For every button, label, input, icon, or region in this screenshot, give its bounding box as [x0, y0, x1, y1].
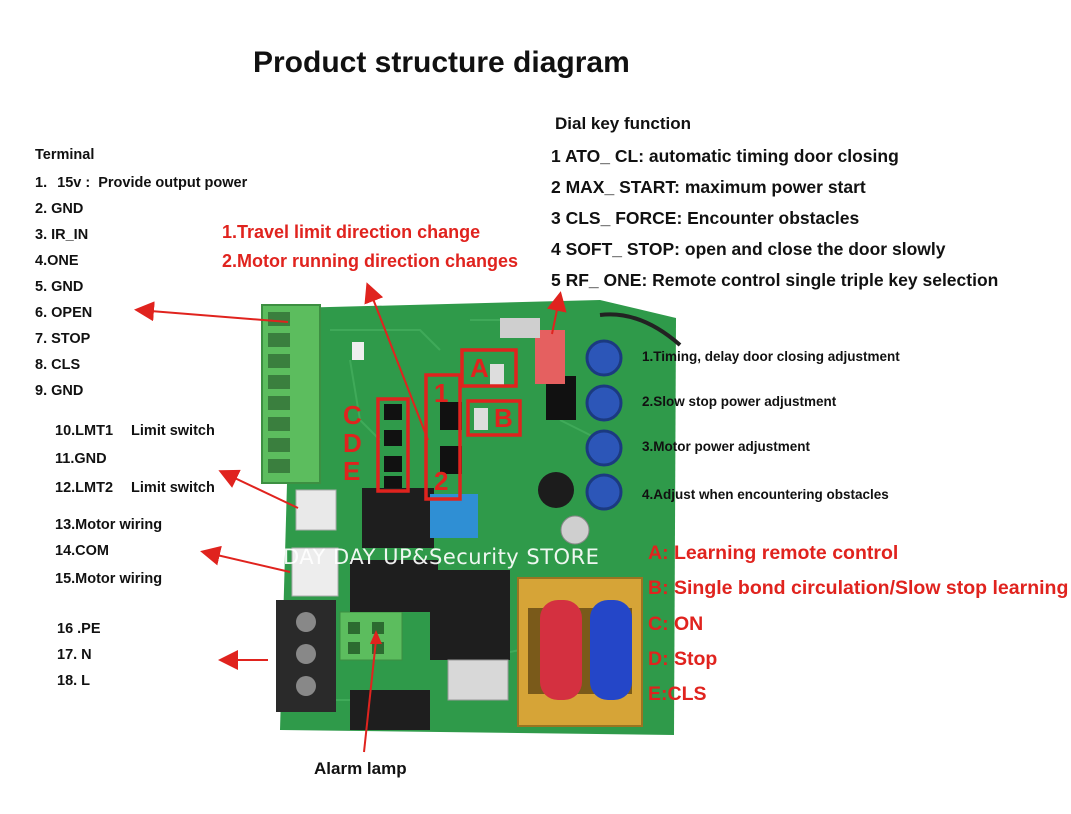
box-A [460, 348, 518, 388]
terminal-screws [268, 312, 290, 473]
terminal-item: 5. GND [35, 279, 84, 295]
button-2 [440, 446, 462, 474]
dip-switch [535, 330, 565, 384]
limit-switch-connector [295, 489, 337, 531]
transformer-red-coil [540, 600, 582, 700]
board-label-C: C [343, 400, 362, 430]
annotation-arrows [134, 282, 567, 753]
terminal-item-1-desc: Provide output power [98, 175, 248, 191]
arrow-direction [364, 282, 429, 441]
knob-2 [585, 384, 623, 422]
relay-1 [362, 488, 434, 548]
knob-3 [585, 429, 623, 467]
terminal-item-10-num: 10.LMT1 [55, 423, 114, 439]
motor-connector [291, 547, 339, 597]
page-title: Product structure diagram [253, 46, 630, 79]
box-CDE [376, 397, 410, 493]
dial-item: 1 ATO_ CL: automatic timing door closing [551, 146, 899, 166]
dial-item: 2 MAX_ START: maximum power start [551, 177, 866, 197]
terminal-item-12-num: 12.LMT2 [55, 480, 114, 496]
board-label-D: D [343, 428, 362, 458]
rf-module [500, 318, 540, 338]
board-label-2: 2 [434, 466, 449, 496]
terminal-item-12: 12.LMT2 Limit switch [55, 475, 215, 501]
terminal-item: 16 .PE [57, 621, 101, 637]
buzzer [538, 472, 574, 508]
arrow-terminal [134, 301, 289, 323]
board-label-E: E [343, 456, 361, 486]
direction-note-1: 1.Travel limit direction change [222, 222, 481, 242]
arrow-alarm-line [363, 639, 377, 753]
dial-item: 3 CLS_ FORCE: Encounter obstacles [551, 208, 860, 228]
terminal-item: 18. L [57, 673, 91, 689]
direction-note-2: 2.Motor running direction changes [222, 251, 519, 271]
box-B [466, 399, 522, 437]
regulator [350, 690, 430, 730]
knob-label-1: 1.Timing, delay door closing adjustment [642, 349, 900, 364]
board-label-A: A [470, 353, 489, 383]
terminal-item-1: 1. 15v : Provide output power [35, 170, 247, 196]
dial-heading: Dial key function [555, 114, 692, 133]
terminal-item: 3. IR_IN [35, 227, 89, 243]
knob-label-3: 3.Motor power adjustment [642, 439, 811, 454]
terminal-item: 6. OPEN [35, 305, 93, 321]
knob-label-2: 2.Slow stop power adjustment [642, 394, 837, 409]
terminal-item-1-num: 1. [35, 175, 48, 191]
arrow-limit [218, 469, 299, 509]
terminal-item: 2. GND [35, 201, 84, 217]
board-label-1: 1 [434, 378, 449, 408]
terminal-item: 7. STOP [35, 331, 91, 347]
board-label-B: B [494, 403, 513, 433]
terminal-item: 9. GND [35, 383, 84, 399]
heat-sink [447, 659, 509, 701]
store-watermark: DAY DAY UP&Security STORE [283, 545, 600, 569]
knob-4 [585, 473, 623, 511]
transformer-blue-coil [590, 600, 632, 700]
terminal-item-10: 10.LMT1 Limit switch [55, 418, 215, 444]
button-1 [440, 402, 462, 430]
terminal-item: 8. CLS [35, 357, 81, 373]
terminal-item: 17. N [57, 647, 92, 663]
legend-B: B: Single bond circulation/Slow stop lea… [648, 577, 1069, 599]
legend-C: C: ON [648, 613, 704, 635]
knob-label-4: 4.Adjust when encountering obstacles [642, 487, 889, 502]
terminal-item: 13.Motor wiring [55, 517, 163, 533]
dial-item: 4 SOFT_ STOP: open and close the door sl… [551, 239, 946, 259]
arrow-dial [546, 291, 567, 335]
arrow-alarm-head [370, 630, 382, 644]
highlight-boxes [376, 348, 522, 501]
blue-capacitor [430, 494, 478, 538]
terminal-heading: Terminal [35, 147, 95, 163]
alarm-lamp-label: Alarm lamp [314, 759, 407, 778]
terminal-item: 15.Motor wiring [55, 571, 163, 587]
terminal-item-1-voltage: 15v : [57, 175, 91, 191]
antenna-wire [599, 312, 682, 347]
legend-D: D: Stop [648, 648, 718, 670]
terminal-block [261, 304, 321, 484]
arrow-motor [200, 545, 291, 573]
capacitor [560, 515, 590, 545]
relay-3 [430, 570, 510, 660]
terminal-item: 4.ONE [35, 253, 79, 269]
terminal-item: 11.GND [55, 451, 107, 467]
terminal-item-12-desc: Limit switch [131, 480, 215, 496]
knob-1 [585, 339, 623, 377]
relay-2 [350, 560, 438, 612]
terminal-item: 14.COM [55, 543, 109, 559]
dial-item: 5 RF_ ONE: Remote control single triple … [551, 270, 999, 290]
terminal-item-10-desc: Limit switch [131, 423, 215, 439]
jumper [474, 408, 488, 430]
legend-A: A: Learning remote control [648, 542, 899, 564]
legend-E: E:CLS [648, 683, 707, 705]
